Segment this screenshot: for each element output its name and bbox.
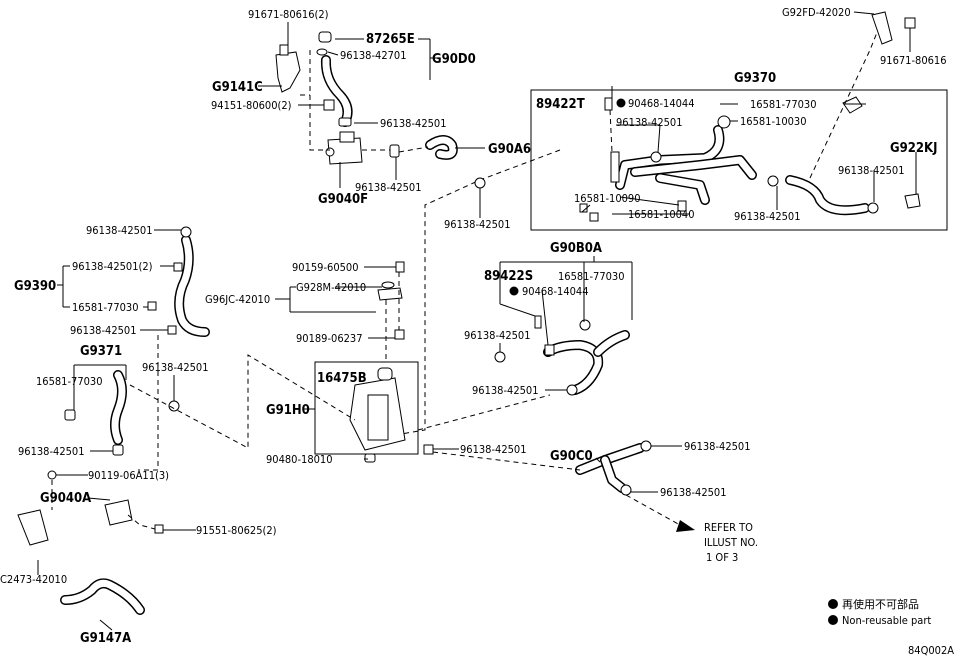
label-90119-06a11-3: 90119-06A11(3) — [88, 469, 169, 482]
label-g90a6: G90A6 — [488, 142, 531, 157]
label-g9040a: G9040A — [40, 491, 91, 506]
label-96138-42501-l: 96138-42501 — [472, 384, 539, 397]
label-90159-60500: 90159-60500 — [292, 261, 359, 274]
label-96138-42501-f: 96138-42501 — [444, 218, 511, 231]
legend-jp-label: 再使用不可部品 — [842, 597, 919, 611]
label-g92fd-42020: G92FD-42020 — [782, 6, 851, 19]
label-g9141c: G9141C — [212, 80, 263, 95]
label-90189-06237: 90189-06237 — [296, 332, 363, 345]
legend-dot-en — [828, 615, 838, 625]
legend-en-label: Non-reusable part — [842, 614, 931, 627]
g92fd-bracket — [871, 11, 916, 45]
label-g9371: G9371 — [80, 344, 122, 359]
label-91671-80616: 91671-80616 — [880, 54, 947, 67]
label-96138-42501-o: 96138-42501 — [660, 486, 727, 499]
non-reusable-dot-1 — [616, 98, 626, 108]
label-96138-42501-n: 96138-42501 — [684, 440, 751, 453]
label-g90c0: G90C0 — [550, 449, 593, 464]
label-89422t: 89422T — [536, 97, 585, 112]
label-96138-42501-i: 96138-42501 — [18, 445, 85, 458]
label-91551-80625-2: 91551-80625(2) — [196, 524, 277, 537]
g90d0-assembly — [275, 31, 458, 165]
label-91671-80616-2: 91671-80616(2) — [248, 8, 329, 21]
label-16581-77030-a: 16581-77030 — [750, 98, 817, 111]
g90b0a-hose — [494, 315, 630, 396]
label-90468-14044-a: 90468-14044 — [628, 97, 695, 110]
label-96138-42501-d: 96138-42501 — [838, 164, 905, 177]
refer-arrow — [676, 520, 695, 532]
g9370-box — [530, 89, 948, 231]
label-g91h0: G91H0 — [266, 403, 310, 418]
reservoir — [349, 261, 406, 463]
label-16581-10040: 16581-10040 — [628, 208, 695, 221]
label-96138-42501-a: 96138-42501 — [380, 117, 447, 130]
label-96138-42501-e: 96138-42501 — [734, 210, 801, 223]
label-g922kj: G922KJ — [890, 141, 937, 156]
label-87265e: 87265E — [366, 32, 415, 47]
g90c0-hose — [423, 440, 652, 496]
label-g90b0a: G90B0A — [550, 241, 602, 256]
label-g928m-42010: G928M-42010 — [296, 281, 366, 294]
label-16475b: 16475B — [317, 371, 367, 386]
g9370-assembly — [579, 96, 921, 222]
refer-line-2: ILLUST NO. — [704, 536, 758, 549]
label-16581-77030-b: 16581-77030 — [72, 301, 139, 314]
label-g96jc-42010: G96JC-42010 — [205, 293, 270, 306]
label-90480-18010: 90480-18010 — [266, 453, 333, 466]
label-96138-42501-g: 96138-42501 — [86, 224, 153, 237]
label-96138-42501-j: 96138-42501 — [142, 361, 209, 374]
label-g9147a: G9147A — [80, 631, 131, 646]
label-16581-10030: 16581-10030 — [740, 115, 807, 128]
label-g9390: G9390 — [14, 279, 56, 294]
label-96138-42501-c: 96138-42501 — [616, 116, 683, 129]
g9040a-pump — [17, 470, 164, 615]
label-16581-77030-c: 16581-77030 — [36, 375, 103, 388]
refer-line-1: REFER TO — [704, 521, 753, 534]
label-96138-42501-b: 96138-42501 — [355, 181, 422, 194]
g9371-hose — [64, 370, 180, 456]
label-89422s: 89422S — [484, 269, 533, 284]
label-g9040f: G9040F — [318, 192, 368, 207]
label-16581-10090: 16581-10090 — [574, 192, 641, 205]
label-c2473-42010: C2473-42010 — [0, 573, 67, 586]
g9390-hose — [147, 226, 210, 337]
label-g90d0: G90D0 — [432, 52, 476, 67]
diagram-code: 84Q002A — [908, 644, 954, 657]
label-g9370: G9370 — [734, 71, 776, 86]
label-96138-42501-k: 96138-42501 — [464, 329, 531, 342]
label-96138-42701: 96138-42701 — [340, 49, 407, 62]
non-reusable-dot-2 — [509, 286, 519, 296]
legend-dot-jp — [828, 599, 838, 609]
label-94151-80600-2: 94151-80600(2) — [211, 99, 292, 112]
refer-line-3: 1 OF 3 — [706, 551, 738, 564]
label-90468-14044-b: 90468-14044 — [522, 285, 589, 298]
label-96138-42501-m: 96138-42501 — [460, 443, 527, 456]
label-16581-77030-d: 16581-77030 — [558, 270, 625, 283]
label-96138-42501-2: 96138-42501(2) — [72, 260, 153, 273]
label-96138-42501-h: 96138-42501 — [70, 324, 137, 337]
